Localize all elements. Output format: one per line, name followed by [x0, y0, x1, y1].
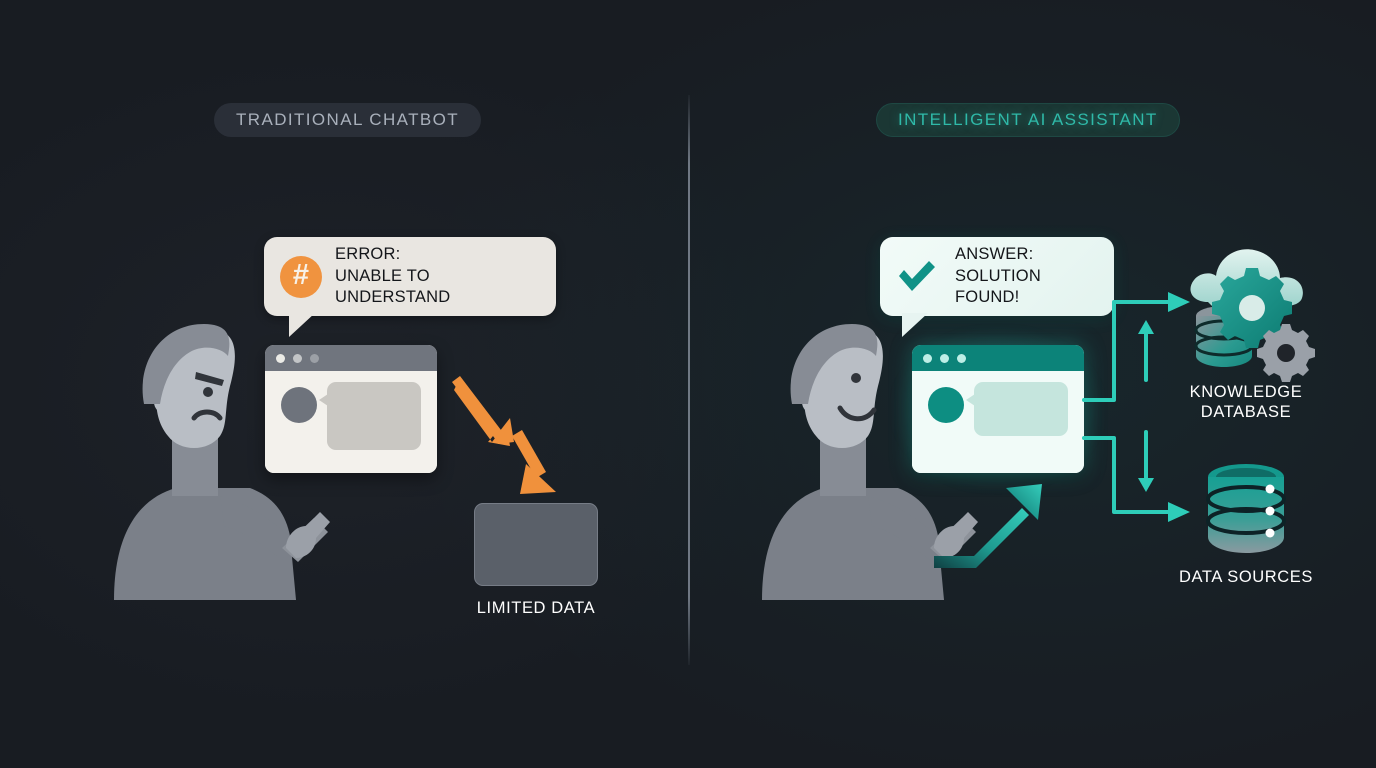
- answer-text: ANSWER: SOLUTION FOUND!: [955, 244, 1098, 310]
- data-sources-label: DATA SOURCES: [1178, 568, 1314, 586]
- answer-speech-bubble: ANSWER: SOLUTION FOUND!: [880, 237, 1114, 337]
- window-dot-3: [957, 353, 966, 363]
- error-line-2: UNABLE TO UNDERSTAND: [335, 266, 451, 307]
- traditional-chatbot-label: TRADITIONAL CHATBOT: [236, 110, 460, 129]
- chat-avatar: [281, 387, 317, 423]
- answer-line-2: SOLUTION FOUND!: [955, 266, 1041, 307]
- ai-assistant-window[interactable]: [912, 345, 1084, 473]
- growth-arrow-icon: [930, 478, 1060, 568]
- knowledge-database-label: KNOWLEDGE DATABASE: [1189, 383, 1303, 421]
- bubble-tail: [289, 313, 315, 337]
- window-body: [265, 371, 437, 473]
- window-titlebar: [265, 345, 437, 371]
- error-speech-bubble: # ERROR: UNABLE TO UNDERSTAND: [264, 237, 556, 337]
- window-titlebar: [912, 345, 1084, 371]
- panel-divider: [688, 95, 690, 665]
- traditional-chatbot-header-pill: TRADITIONAL CHATBOT: [214, 103, 482, 137]
- satisfied-user-figure: [748, 300, 978, 610]
- window-dot-1: [923, 353, 932, 363]
- window-dot-2: [940, 353, 949, 363]
- data-flow-connectors: [1082, 280, 1214, 530]
- declining-arrow-icon: [440, 368, 570, 508]
- intelligent-ai-assistant-label: INTELLIGENT AI ASSISTANT: [898, 110, 1158, 129]
- limited-data-label: LIMITED DATA: [476, 599, 596, 617]
- limited-data-block: [474, 503, 598, 586]
- window-dot-1: [276, 353, 285, 363]
- hash-icon: #: [280, 255, 322, 298]
- chatbot-window[interactable]: [265, 345, 437, 473]
- bubble-tail: [902, 313, 928, 337]
- check-icon: [896, 257, 942, 297]
- chat-message-placeholder: [966, 382, 1068, 436]
- intelligent-ai-assistant-header-pill: INTELLIGENT AI ASSISTANT: [876, 103, 1180, 137]
- window-dot-2: [293, 353, 302, 363]
- answer-line-1: ANSWER:: [955, 244, 1034, 263]
- chat-message-placeholder: [319, 382, 421, 450]
- window-body: [912, 371, 1084, 473]
- error-line-1: ERROR:: [335, 244, 401, 263]
- error-text: ERROR: UNABLE TO UNDERSTAND: [335, 244, 540, 310]
- chat-avatar: [928, 387, 964, 423]
- frustrated-user-figure: [100, 300, 330, 610]
- data-sources-icon: [1196, 463, 1306, 563]
- knowledge-database-icon: [1180, 240, 1320, 382]
- window-dot-3: [310, 353, 319, 363]
